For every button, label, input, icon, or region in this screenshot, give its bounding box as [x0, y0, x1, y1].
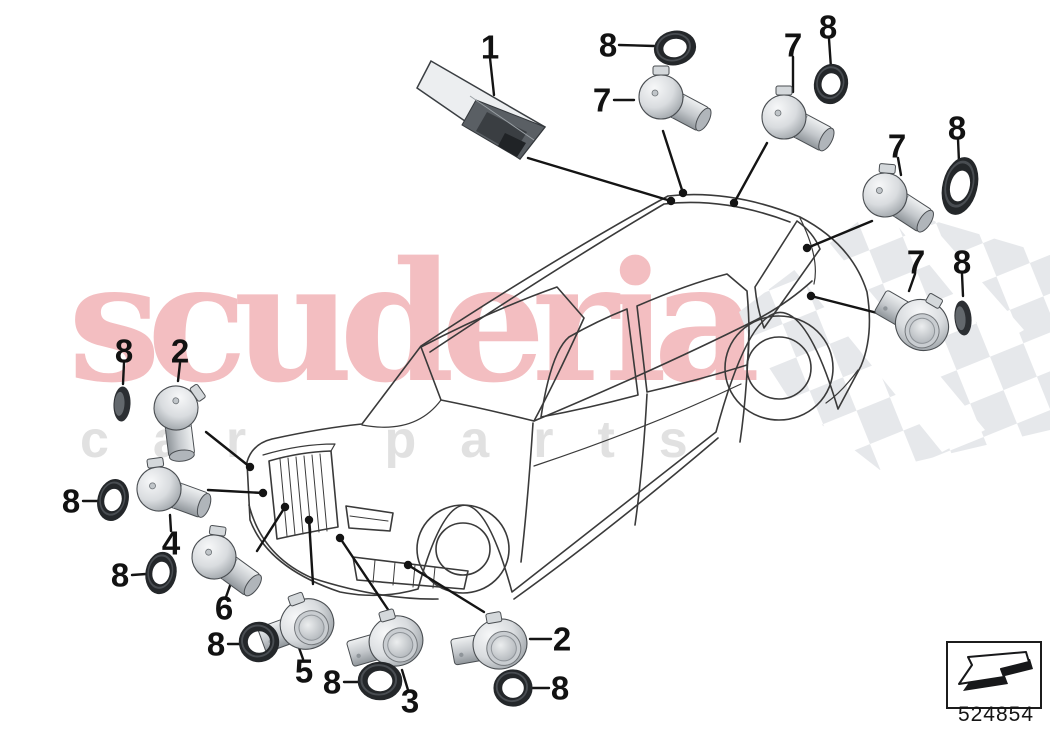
- hood-line: [361, 399, 442, 428]
- direction-arrow-icon: [958, 651, 1030, 685]
- rear-rim: [746, 336, 812, 400]
- callout-label-8: 8: [322, 663, 342, 701]
- checkered-flag-watermark: [735, 196, 1050, 470]
- callout-label-8: 8: [952, 243, 972, 281]
- sensor-4-front: [132, 450, 218, 529]
- ring-8-e: [112, 386, 132, 422]
- c-pillar-cut: [739, 329, 750, 443]
- leader-dots: [245, 188, 816, 570]
- belt-line: [533, 280, 813, 422]
- rear-bumper-line: [825, 369, 859, 404]
- callout-label-5: 5: [294, 652, 314, 690]
- sensor-2-front-left: [132, 371, 233, 474]
- front-tire: [416, 504, 510, 594]
- bumper-intake: [352, 556, 469, 590]
- ring-8-j: [497, 673, 528, 703]
- callout-label-8: 8: [947, 109, 967, 147]
- callout-label-2: 2: [170, 332, 190, 370]
- rocker-line: [513, 437, 719, 600]
- front-rim: [435, 522, 491, 576]
- door-cut-front: [520, 422, 534, 563]
- callout-label-8: 8: [110, 556, 130, 594]
- rear-door-glass: [636, 273, 750, 393]
- callout-label-8: 8: [550, 669, 570, 707]
- callout-label-8: 8: [61, 482, 81, 520]
- headlight: [345, 505, 394, 532]
- callout-label-6: 6: [214, 589, 234, 627]
- rear-tire: [724, 315, 834, 421]
- roof-rail: [429, 201, 791, 353]
- ring-8-c: [940, 159, 979, 211]
- control-unit-part: [416, 59, 547, 161]
- car-outline: [246, 193, 871, 600]
- callout-label-7: 7: [592, 81, 612, 119]
- car-body: [246, 193, 871, 597]
- front-door-glass: [540, 308, 639, 418]
- headlight-line: [349, 515, 389, 522]
- callout-label-7: 7: [906, 243, 926, 281]
- trunk-line: [799, 217, 816, 285]
- callout-label-8: 8: [598, 26, 618, 64]
- callout-label-8: 8: [206, 625, 226, 663]
- callout-label-1: 1: [480, 28, 500, 66]
- callout-label-8: 8: [818, 8, 838, 46]
- ring-8-h: [240, 623, 277, 659]
- sensor-7-rear-left: [638, 65, 715, 135]
- direction-arrow-box: [946, 641, 1042, 709]
- ring-8-b: [814, 65, 847, 102]
- callout-label-7: 7: [783, 26, 803, 64]
- callout-connectors: [81, 37, 965, 692]
- callout-label-3: 3: [400, 682, 420, 720]
- grille-slats: [279, 453, 328, 537]
- callout-label-7: 7: [887, 127, 907, 165]
- windshield: [420, 286, 585, 422]
- callout-label-4: 4: [161, 524, 181, 562]
- grille-lip: [262, 443, 336, 456]
- ring-8-i: [361, 665, 397, 696]
- ring-8-f: [97, 480, 129, 519]
- diagram-part-number: 524854: [957, 703, 1035, 726]
- ring-8-a: [655, 31, 694, 65]
- sensor-2-front-right: [446, 607, 532, 678]
- grille: [268, 450, 339, 540]
- callout-label-8: 8: [114, 332, 134, 370]
- shoulder-crease: [533, 383, 742, 467]
- callout-label-2: 2: [552, 620, 572, 658]
- door-cut-rear: [634, 393, 648, 526]
